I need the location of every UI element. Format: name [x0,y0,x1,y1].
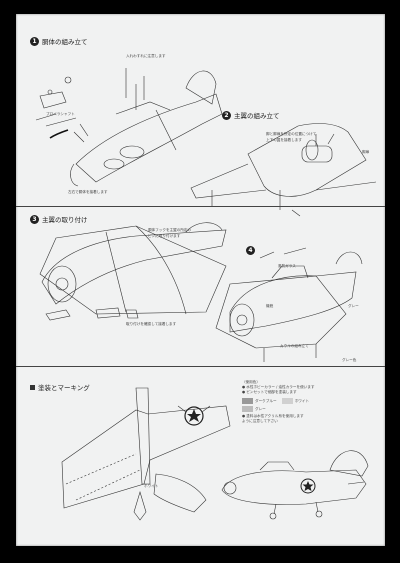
assembly-drawings [35,68,377,521]
swatch-label: ダークブルー [255,398,277,403]
legend-swatches: グレー [242,405,382,412]
callout: 脚扉 [362,150,370,154]
color-swatch [281,397,293,404]
callout: カウルの組み立て [280,344,309,348]
step-4-header: 4 [246,246,258,255]
callout: 脚と脚扉を所定の位置につけて [266,132,317,136]
callout: 胴体フックを主翼の所定の [148,228,192,232]
marking-header: 塗装とマーキング [30,382,90,392]
color-legend: （使用色） ● 水性ホビーカラー / 油性カラーを使います ● ピンセットで細部… [242,380,382,424]
callout: グレー [348,304,359,308]
legend-line: ように注意して下さい [242,419,278,424]
callout: 上下の翼を接着します [266,138,302,142]
callout: 風防ガラス [278,264,296,268]
callout: 機銃 [266,304,274,308]
step-title: 主翼の取り付け [42,216,88,224]
swatch-label: ホワイト [294,398,310,403]
step-title: 胴体の組み立て [42,38,88,46]
swatch-label: グレー [255,406,266,411]
section-divider [16,366,385,367]
legend-title: （使用色） [242,380,260,384]
instruction-sheet: 1 胴体の組み立て 2 主翼の組み立て 3 主翼の取り付け 4 塗装とマーキング… [16,14,385,546]
callout: ホワイト [144,484,159,488]
legend-line: ● 塗料は水性アクリル系を使用します [242,414,304,419]
callout: 左右で胴体を接着します [68,190,108,194]
legend-swatches: ダークブルー ホワイト [242,397,382,404]
step-2-header: 2 主翼の組み立て [222,110,280,120]
callout: 取り付けを確認して接着します [126,322,177,326]
step-1-header: 1 胴体の組み立て [30,36,88,46]
step-divider [16,206,385,207]
section-title: 塗装とマーキング [38,384,90,392]
square-bullet-icon [30,384,35,390]
step-number: 2 [222,110,231,120]
color-swatch [242,397,253,404]
step-number: 1 [30,36,39,46]
step-3-header: 3 主翼の取り付け [30,214,88,224]
legend-line: ● 水性ホビーカラー / 油性カラーを使います [242,385,315,390]
callout: グレー色 [342,358,357,362]
step-number: 4 [246,246,255,255]
step-title: 主翼の組み立て [234,112,280,120]
color-swatch [242,405,253,412]
callout: ピンに取り付けます [148,234,181,238]
legend-line: ● ピンセットで細部を塗装します [242,390,297,395]
callout: プロペラシャフト [46,112,75,116]
step-number: 3 [30,214,39,224]
callout: 入れわすれに注意します [126,54,166,58]
